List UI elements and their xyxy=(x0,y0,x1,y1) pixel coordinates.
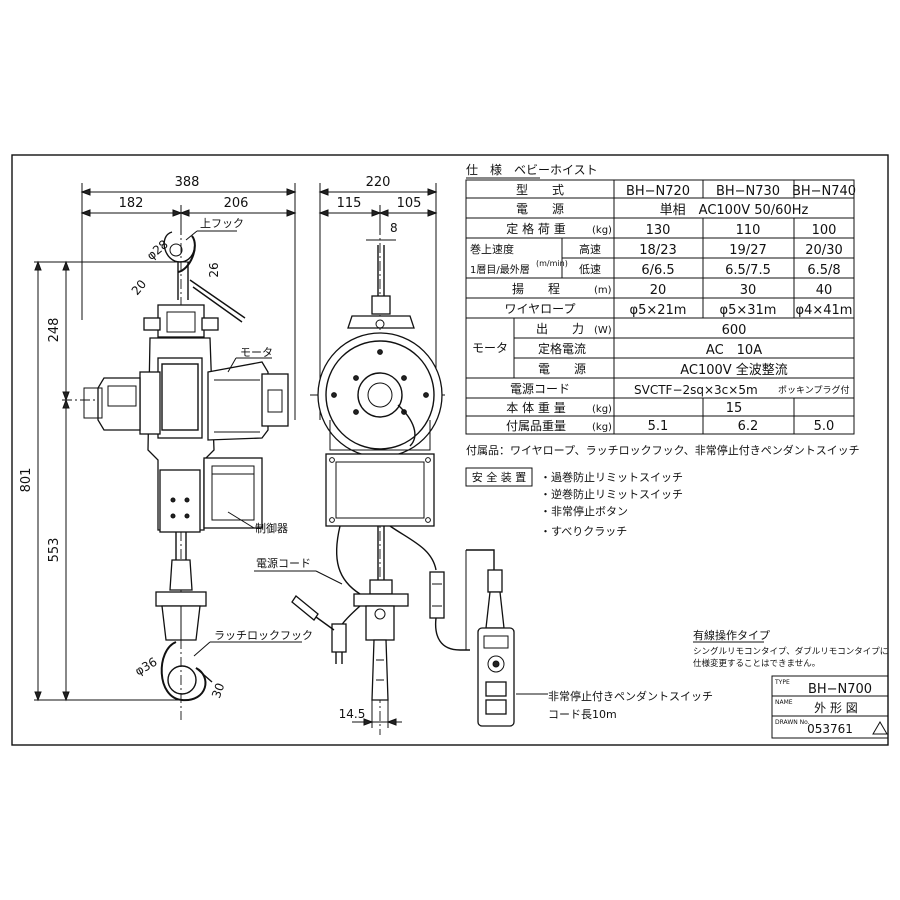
safety-item-2: ・逆巻防止リミットスイッチ xyxy=(540,487,683,501)
dim-side-left: 115 xyxy=(337,196,362,211)
dim-side-right: 105 xyxy=(397,196,422,211)
spec-acc-weight-740: 5.0 xyxy=(814,419,835,434)
spec-rope-740: φ4×41m xyxy=(796,303,853,318)
dim-upper-height: 248 xyxy=(47,318,62,343)
spec-motor-output-unit: (W) xyxy=(594,325,612,336)
spec-speed-label: 巻上速度 xyxy=(470,242,514,256)
title-block: TYPE BH−N700 NAME 外 形 図 DRAWN No. 053761 xyxy=(771,675,889,739)
spec-motor-output-label: 出 力 xyxy=(536,322,584,336)
spec-load-label: 定 格 荷 重 xyxy=(506,221,565,236)
dim-hook-26: 26 xyxy=(207,262,221,277)
cord-length-label: コード長10m xyxy=(548,708,617,721)
spec-speed-sub: 1層目/最外層 xyxy=(470,264,530,276)
spec-body-weight: 15 xyxy=(726,401,743,416)
spec-motor-label: モータ xyxy=(472,341,508,355)
spec-motor-current-label: 定格電流 xyxy=(538,341,586,356)
front-view: 388 182 206 248 801 553 上フック φ28 26 20 xyxy=(19,175,313,720)
safety-devices: 安 全 装 置 ・過巻防止リミットスイッチ ・逆巻防止リミットスイッチ ・非常停… xyxy=(465,467,683,538)
latch-hook-label: ラッチロックフック xyxy=(214,629,313,642)
upper-hook-label: 上フック xyxy=(200,217,244,230)
dim-overall-width: 388 xyxy=(175,175,200,190)
spec-speed-low-730: 6.5/7.5 xyxy=(725,263,771,278)
spec-power-value: 単相 AC100V 50/60Hz xyxy=(660,202,809,218)
spec-speed-high-label: 高速 xyxy=(579,242,601,256)
drawing-border xyxy=(11,154,889,746)
title-type-value: BH−N700 xyxy=(808,682,872,697)
title-name-value: 外 形 図 xyxy=(814,701,858,715)
title-drawn-label: DRAWN No. xyxy=(775,719,810,726)
operation-note: 有線操作タイプ シングルリモコンタイプ、ダブルリモコンタイプに 仕様変更すること… xyxy=(693,628,888,669)
spec-rope-730: φ5×31m xyxy=(720,303,777,318)
dim-lower-hook-dia: φ36 xyxy=(132,655,159,679)
safety-item-3: ・非常停止ボタン xyxy=(540,504,628,518)
spec-acc-weight-unit: (kg) xyxy=(592,422,612,433)
title-name-label: NAME xyxy=(775,699,793,706)
spec-motor-power-label: 電 源 xyxy=(538,362,586,376)
dim-left-width: 182 xyxy=(119,196,144,211)
spec-cord-label: 電源コード xyxy=(510,382,570,396)
accessories-note: 付属品：ワイヤロープ、ラッチロックフック、非常停止付きペンダントスイッチ xyxy=(466,443,860,457)
spec-motor-power: AC100V 全波整流 xyxy=(680,362,788,378)
dim-lower-height: 553 xyxy=(47,538,62,563)
spec-motor-current: AC 10A xyxy=(706,343,762,358)
pendant-switch: 非常停止付きペンダントスイッチ コード長10m xyxy=(477,569,713,727)
spec-load-720: 130 xyxy=(646,223,671,238)
note-line-1: シングルリモコンタイプ、ダブルリモコンタイプに xyxy=(693,646,888,657)
spec-speed-high-730: 19/27 xyxy=(729,243,766,258)
spec-speed-high-740: 20/30 xyxy=(805,243,842,258)
spec-acc-weight-label: 付属品重量 xyxy=(506,419,566,433)
spec-body-weight-label: 本 体 重 量 xyxy=(506,401,565,415)
spec-lift-label: 揚 程 xyxy=(512,281,560,296)
spec-rope-720: φ5×21m xyxy=(630,303,687,318)
dim-right-width: 206 xyxy=(224,196,249,211)
revision-triangle-icon xyxy=(872,721,888,735)
spec-cord-value: SVCTF−2sq×3c×5m xyxy=(634,383,758,397)
pendant-switch-label: 非常停止付きペンダントスイッチ xyxy=(548,689,713,703)
spec-model-740: BH−N740 xyxy=(792,184,856,199)
dim-total-height: 801 xyxy=(19,468,34,493)
note-line-2: 仕様変更することはできません。 xyxy=(693,658,820,669)
safety-item-1: ・過巻防止リミットスイッチ xyxy=(540,470,683,484)
title-drawn-value: 053761 xyxy=(807,722,853,736)
spec-title: 仕 様 ベビーホイスト xyxy=(466,163,598,177)
spec-speed-high-720: 18/23 xyxy=(639,243,676,258)
spec-motor-output: 600 xyxy=(722,323,747,338)
spec-load-740: 100 xyxy=(812,223,837,238)
spec-acc-weight-730: 6.2 xyxy=(738,419,759,434)
dim-bottom-offset: 14.5 xyxy=(339,707,366,721)
dim-hook-dia: φ28 xyxy=(144,237,171,263)
spec-table: 仕 様 ベビーホイスト 型 式 BH−N720 BH−N730 BH−N740 … xyxy=(465,163,856,435)
spec-load-730: 110 xyxy=(736,223,761,238)
spec-load-unit: (kg) xyxy=(592,225,612,236)
title-type-label: TYPE xyxy=(774,679,790,686)
spec-speed-low-label: 低速 xyxy=(579,263,601,276)
spec-lift-740: 40 xyxy=(816,283,833,298)
dim-hook-20: 20 xyxy=(129,277,150,298)
spec-body-weight-unit: (kg) xyxy=(592,404,612,415)
dim-rope-gap: 8 xyxy=(390,221,398,235)
controller-label: 制御器 xyxy=(255,521,288,535)
safety-title: 安 全 装 置 xyxy=(472,470,527,484)
dim-side-width: 220 xyxy=(366,175,391,190)
spec-model-720: BH−N720 xyxy=(626,184,690,199)
spec-acc-weight-720: 5.1 xyxy=(648,419,669,434)
spec-rope-label: ワイヤロープ xyxy=(505,302,576,316)
dim-lower-hook-30: 30 xyxy=(209,681,227,700)
spec-speed-unit: (m/min) xyxy=(536,259,568,268)
side-view: 220 115 105 8 xyxy=(254,175,495,735)
safety-item-4: ・すべりクラッチ xyxy=(540,525,627,538)
motor-label: モータ xyxy=(240,346,273,359)
spec-speed-low-720: 6/6.5 xyxy=(641,263,674,278)
note-title: 有線操作タイプ xyxy=(693,628,770,642)
spec-lift-730: 30 xyxy=(740,283,757,298)
spec-lift-unit: (m) xyxy=(594,285,612,296)
spec-model-label: 型 式 xyxy=(516,183,564,197)
spec-speed-low-740: 6.5/8 xyxy=(807,263,840,278)
spec-model-730: BH−N730 xyxy=(716,184,780,199)
spec-power-label: 電 源 xyxy=(516,202,564,216)
power-cord-label: 電源コード xyxy=(256,556,311,570)
spec-lift-720: 20 xyxy=(650,283,667,298)
spec-cord-note: ポッキンプラグ付 xyxy=(778,384,849,396)
